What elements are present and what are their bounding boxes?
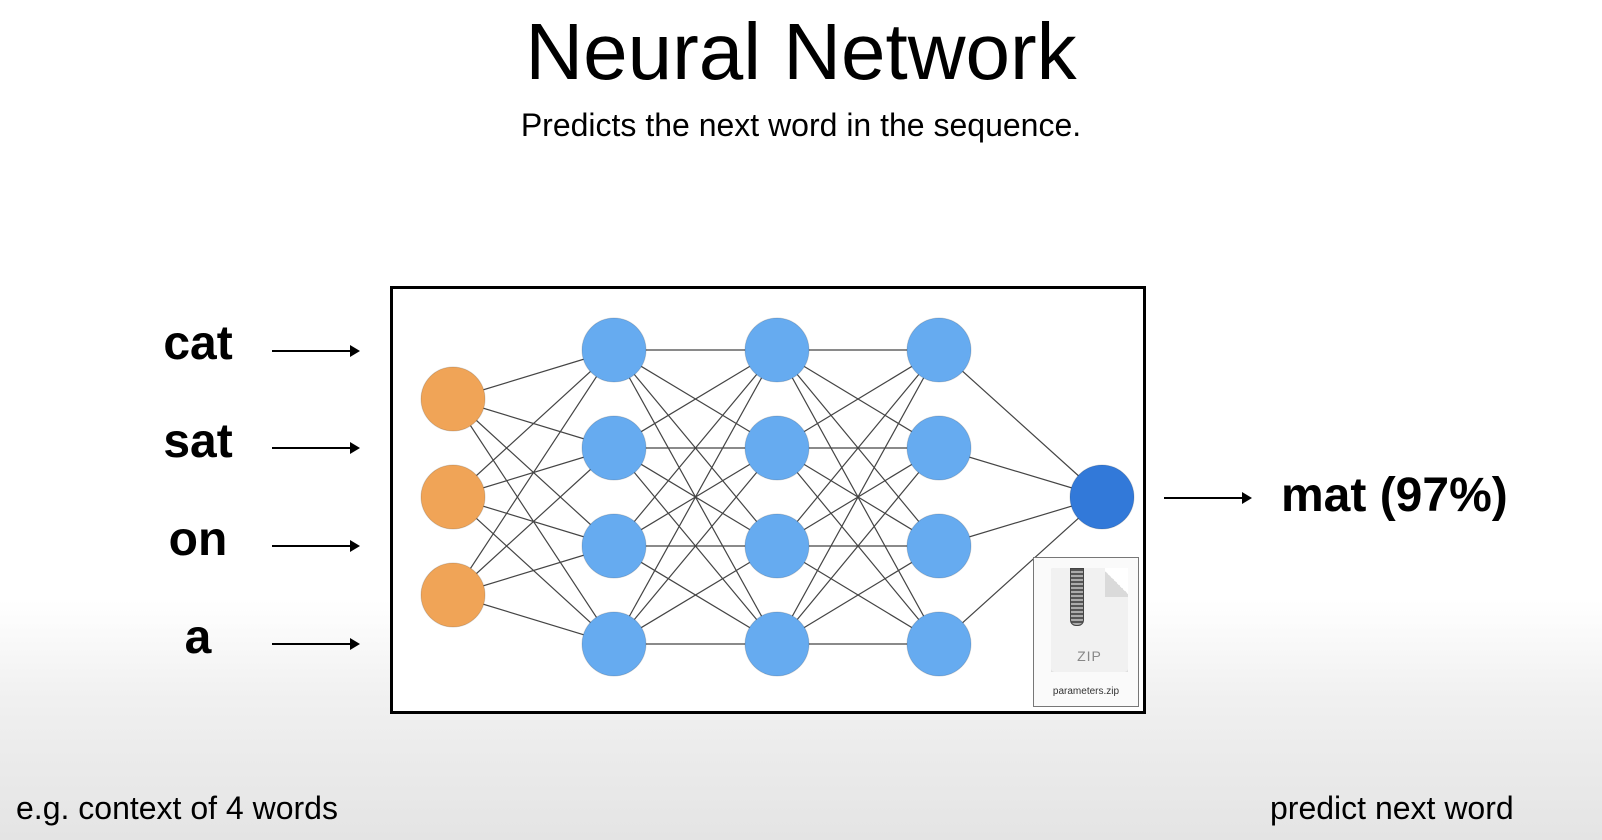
edge-input-1-to-hidden-1-0: [452, 349, 615, 498]
arrow-right-icon: [272, 638, 360, 650]
edge-hidden-3-3-to-output-0: [938, 496, 1103, 645]
zip-type-label: ZIP: [1077, 648, 1102, 664]
node-hidden-3-2: [906, 415, 972, 481]
edge-hidden-3-0-to-output-0: [938, 349, 1103, 498]
edge-hidden-2-2-to-hidden-3-0: [776, 349, 940, 547]
slide-subtitle: Predicts the next word in the sequence.: [520, 107, 1082, 143]
footer-predict-note: predict next word: [1270, 790, 1514, 826]
edge-hidden-1-3-to-hidden-2-0: [613, 349, 778, 645]
input-word-2: sat: [163, 415, 233, 468]
node-hidden-1-2: [581, 415, 647, 481]
zip-file-fold: [1105, 568, 1128, 597]
input-word-3: on: [168, 513, 228, 566]
node-input-3: [420, 562, 486, 628]
node-hidden-2-3: [744, 513, 810, 579]
edge-hidden-2-3-to-hidden-3-0: [776, 349, 940, 645]
arrow-right-icon: [272, 345, 360, 357]
node-input-2: [420, 464, 486, 530]
node-input-1: [420, 366, 486, 432]
node-output-1: [1069, 464, 1135, 530]
edge-input-2-to-hidden-1-0: [452, 349, 615, 596]
input-word-1: cat: [163, 317, 233, 370]
node-hidden-3-1: [906, 317, 972, 383]
output-prediction: mat (97%): [1281, 469, 1508, 522]
edge-hidden-1-2-to-hidden-2-0: [613, 349, 778, 547]
node-hidden-2-2: [744, 415, 810, 481]
node-hidden-3-3: [906, 513, 972, 579]
edge-hidden-2-3-to-hidden-3-1: [776, 447, 940, 645]
arrow-right-icon: [272, 442, 360, 454]
arrow-right-icon: [272, 540, 360, 552]
edge-input-2-to-hidden-1-1: [452, 447, 615, 596]
node-hidden-3-4: [906, 611, 972, 677]
zip-filename: parameters.zip: [1052, 686, 1120, 697]
node-hidden-2-4: [744, 611, 810, 677]
node-hidden-2-1: [744, 317, 810, 383]
node-hidden-1-4: [581, 611, 647, 677]
edge-hidden-1-3-to-hidden-2-1: [613, 447, 778, 645]
node-hidden-1-3: [581, 513, 647, 579]
footer-context-note: e.g. context of 4 words: [16, 790, 338, 826]
arrow-right-icon: [1164, 492, 1252, 504]
zip-file-card[interactable]: ZIP parameters.zip: [1033, 557, 1139, 707]
slide-title: Neural Network: [525, 7, 1077, 96]
node-hidden-1-1: [581, 317, 647, 383]
input-word-4: a: [184, 611, 212, 664]
zipper-icon: [1070, 568, 1084, 626]
